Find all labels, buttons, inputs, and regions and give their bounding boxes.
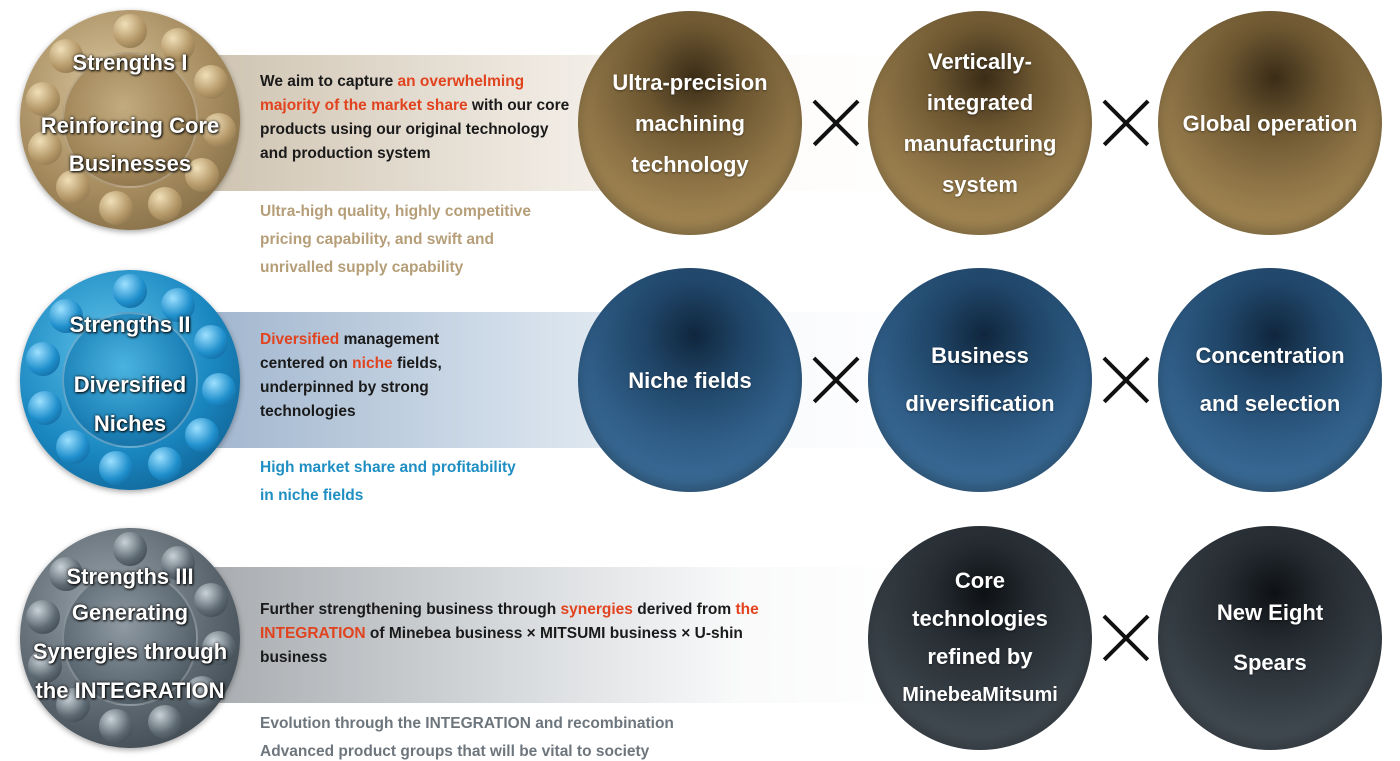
bearing-ball [185, 676, 219, 710]
bearing-ball [28, 649, 62, 683]
strength-description: We aim to capture an overwhelming majori… [260, 73, 570, 162]
bearing-ball [113, 274, 147, 308]
bearing-ball [202, 373, 236, 407]
bearing-ball [26, 600, 60, 634]
bearing-ball [202, 631, 236, 665]
bearing-ball [148, 447, 182, 481]
bearing-strengths-2: Strengths II Diversified Niches [20, 270, 240, 490]
sphere-core-technologies: Core technologies refined by MinebeaMits… [868, 526, 1092, 750]
bearing-ball [26, 82, 60, 116]
bearing-ball [194, 325, 228, 359]
bearing-ball [148, 705, 182, 739]
sphere-concentration-selection: Concentration and selection [1158, 268, 1382, 492]
highlight-text: an overwhelming majority of the market s… [260, 73, 525, 114]
bearing-subtitle: Diversified [73, 372, 187, 397]
bearing-ball [113, 532, 147, 566]
bearing-subtitle: Generating [71, 600, 189, 625]
bearing-subtitle: the INTEGRATION [35, 678, 225, 703]
bearing-ball [99, 451, 133, 485]
bearing-ball [194, 583, 228, 617]
bearing-ball [28, 131, 62, 165]
bearing-strengths-1: Strengths I Reinforcing Core Businesses [20, 10, 240, 230]
bearing-ball [148, 187, 182, 221]
highlight-text: the INTEGRATION [260, 601, 759, 642]
bearing-ball [28, 391, 62, 425]
bearing-ball [56, 430, 90, 464]
bearing-ball [26, 342, 60, 376]
bearing-ball [49, 39, 83, 73]
bearing-subtitle: Niches [93, 411, 167, 436]
sphere-global-operation: Global operation [1158, 11, 1382, 235]
sphere-business-diversification: Business diversification [868, 268, 1092, 492]
sphere-ultra-precision: Ultra-precision machining technology [578, 11, 802, 235]
sphere-niche-fields: Niche fields [578, 268, 802, 492]
bearing-strengths-3: Strengths III Generating Synergies throu… [20, 528, 240, 748]
bearing-ball [185, 418, 219, 452]
bearing-title: Strengths I [72, 50, 188, 75]
highlight-text: Diversified [260, 331, 340, 348]
bearing-ball [194, 65, 228, 99]
strength-outcome: Ultra-high quality, highly competitive p… [260, 203, 531, 276]
multiply-icon [1101, 98, 1151, 148]
bearing-title: Strengths II [69, 312, 191, 337]
bearing-ball [49, 299, 83, 333]
bearing-ball [185, 158, 219, 192]
bearing-title: Strengths III [66, 564, 194, 589]
bearing-subtitle: Reinforcing Core [40, 113, 220, 138]
bearing-ball [161, 288, 195, 322]
sphere-new-eight-spears: New Eight Spears [1158, 526, 1382, 750]
multiply-icon [811, 355, 861, 405]
multiply-icon [811, 98, 861, 148]
multiply-icon [1101, 613, 1151, 663]
bearing-ball [56, 688, 90, 722]
bearing-ball [99, 709, 133, 743]
description-band [200, 567, 920, 703]
bearing-ball [113, 14, 147, 48]
bearing-subtitle: Businesses [68, 151, 192, 176]
multiply-icon [1101, 355, 1151, 405]
bearing-ball [49, 557, 83, 591]
strength-description: Diversified management centered on niche… [260, 331, 442, 420]
strength-outcome: High market share and profitability in n… [260, 459, 516, 504]
highlight-text: niche [352, 355, 393, 372]
bearing-ball [202, 113, 236, 147]
bearing-ball [161, 28, 195, 62]
strength-outcome: Evolution through the INTEGRATION and re… [260, 715, 674, 760]
bearing-subtitle: Synergies through [32, 639, 228, 664]
bearing-ball [161, 546, 195, 580]
sphere-vertically-integrated: Vertically- integrated manufacturing sys… [868, 11, 1092, 235]
bearing-ball [99, 191, 133, 225]
strength-description: Further strengthening business through s… [260, 601, 759, 666]
highlight-text: synergies [560, 601, 633, 618]
bearing-ball [56, 170, 90, 204]
